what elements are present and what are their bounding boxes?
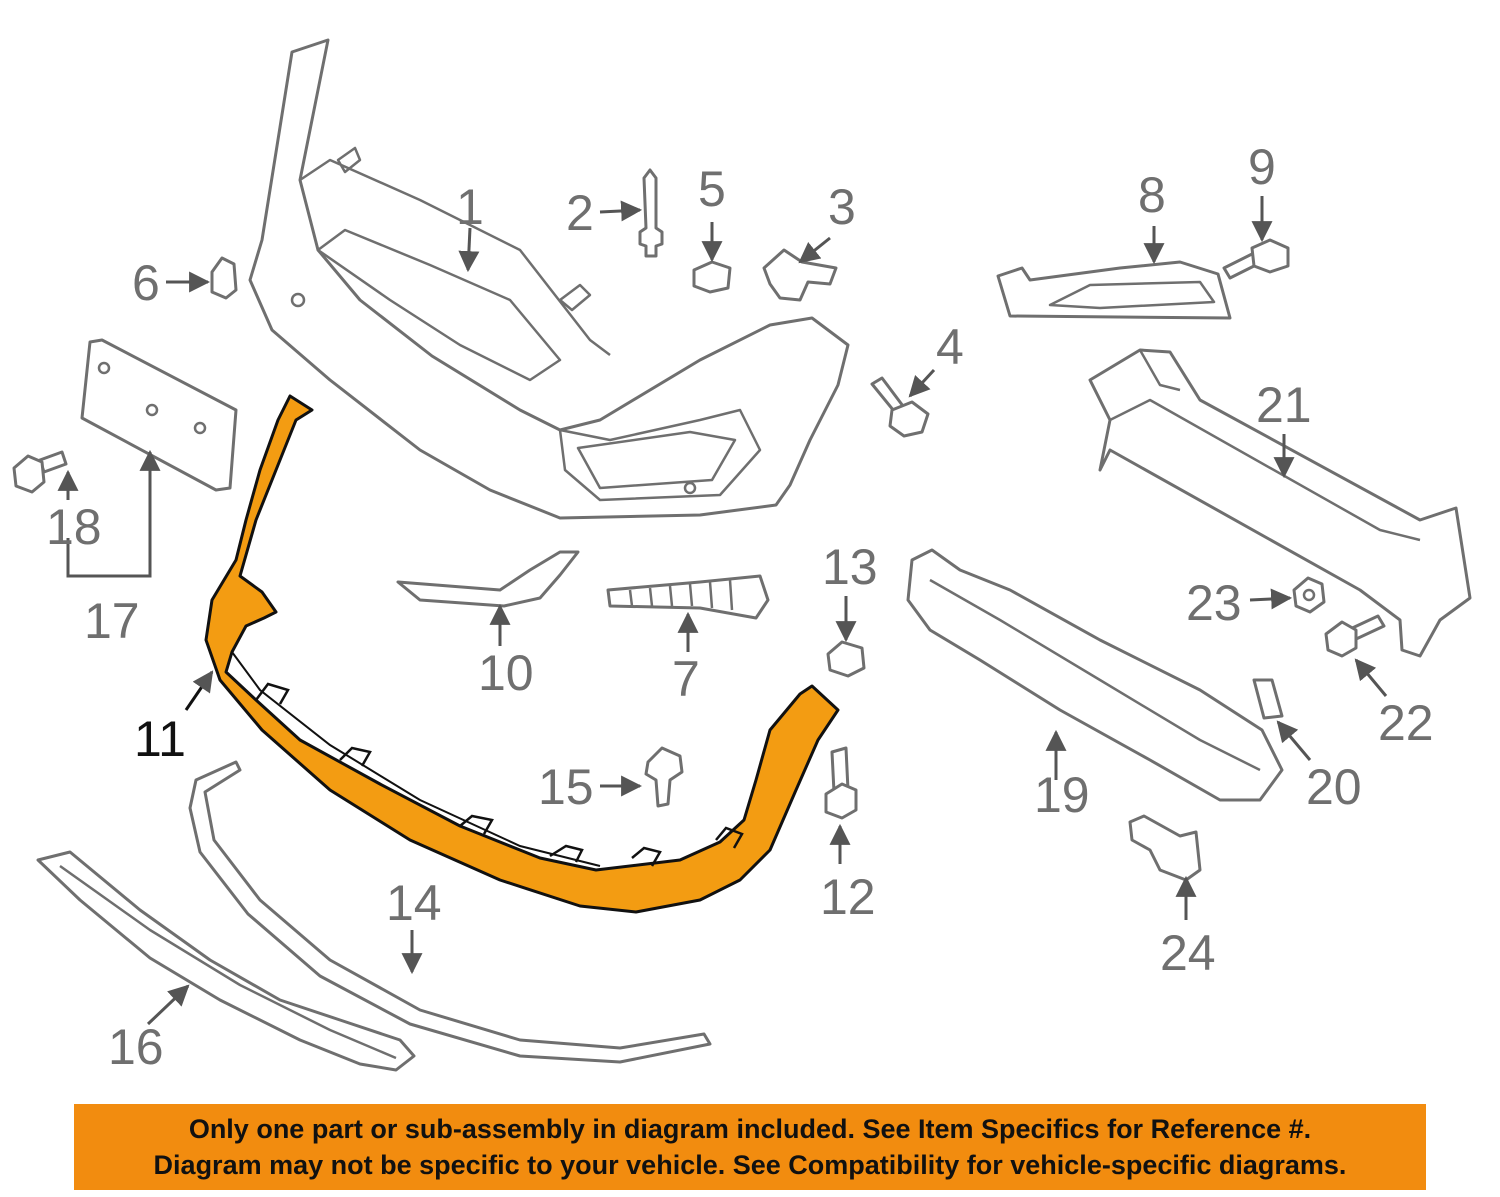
label-16: 16 — [108, 1019, 164, 1075]
label-10: 10 — [478, 645, 534, 701]
label-18: 18 — [46, 499, 102, 555]
fog-lamp-bezel-part[interactable] — [996, 260, 1232, 320]
label-13: 13 — [822, 539, 878, 595]
disclaimer-line-1: Only one part or sub-assembly in diagram… — [188, 1114, 1312, 1144]
label-17: 17 — [84, 593, 140, 649]
label-4: 4 — [936, 319, 964, 375]
label-20: 20 — [1306, 759, 1362, 815]
label-21: 21 — [1256, 377, 1312, 433]
label-15: 15 — [538, 759, 594, 815]
label-1: 1 — [456, 179, 484, 235]
nut-clip-part-13[interactable] — [826, 640, 866, 678]
trim-piece-part-7[interactable] — [606, 574, 770, 620]
bolt-part-9[interactable] — [1222, 238, 1290, 280]
label-11: 11 — [134, 711, 186, 767]
plug-part[interactable] — [210, 256, 238, 300]
label-12: 12 — [820, 869, 876, 925]
bracket-part-24[interactable] — [1128, 814, 1202, 882]
bumper-reinforcement-part[interactable] — [1088, 348, 1472, 658]
nut-part-23[interactable] — [1292, 576, 1326, 614]
bolt-part-22[interactable] — [1324, 614, 1386, 658]
label-23: 23 — [1186, 575, 1242, 631]
part-number-labels: 1 2 5 3 6 8 9 4 21 18 17 13 23 10 7 22 1… — [46, 139, 1434, 1075]
label-5: 5 — [698, 161, 726, 217]
bolt-part-12[interactable] — [824, 746, 858, 820]
label-24: 24 — [1160, 925, 1216, 981]
bumper-cover-part[interactable] — [248, 38, 850, 520]
lower-valance-part-11[interactable] — [204, 394, 840, 914]
screw-part-18[interactable] — [12, 450, 68, 494]
disclaimer-banner: Only one part or sub-assembly in diagram… — [74, 1104, 1426, 1190]
label-part-20[interactable] — [1252, 678, 1284, 720]
label-2: 2 — [566, 185, 594, 241]
callout-arrows — [57, 196, 1388, 1026]
bolt-part-4[interactable] — [870, 376, 930, 438]
molding-strip-part-14[interactable] — [188, 760, 712, 1064]
label-3: 3 — [828, 179, 856, 235]
lower-trim-part-16[interactable] — [36, 850, 416, 1072]
label-14: 14 — [386, 875, 442, 931]
label-9: 9 — [1248, 139, 1276, 195]
license-plate-bracket-part[interactable] — [80, 338, 238, 492]
label-6: 6 — [132, 255, 160, 311]
label-22: 22 — [1378, 695, 1434, 751]
clip-part[interactable] — [692, 260, 732, 294]
bracket-part[interactable] — [762, 248, 838, 302]
energy-absorber-part[interactable] — [906, 548, 1284, 802]
trim-strip-part-10[interactable] — [396, 550, 580, 608]
disclaimer-line-2: Diagram may not be specific to your vehi… — [153, 1150, 1347, 1180]
pin-fastener-part[interactable] — [638, 168, 664, 258]
label-8: 8 — [1138, 167, 1166, 223]
push-pin-part-15[interactable] — [644, 746, 684, 808]
label-19: 19 — [1034, 767, 1090, 823]
label-7: 7 — [672, 651, 700, 707]
